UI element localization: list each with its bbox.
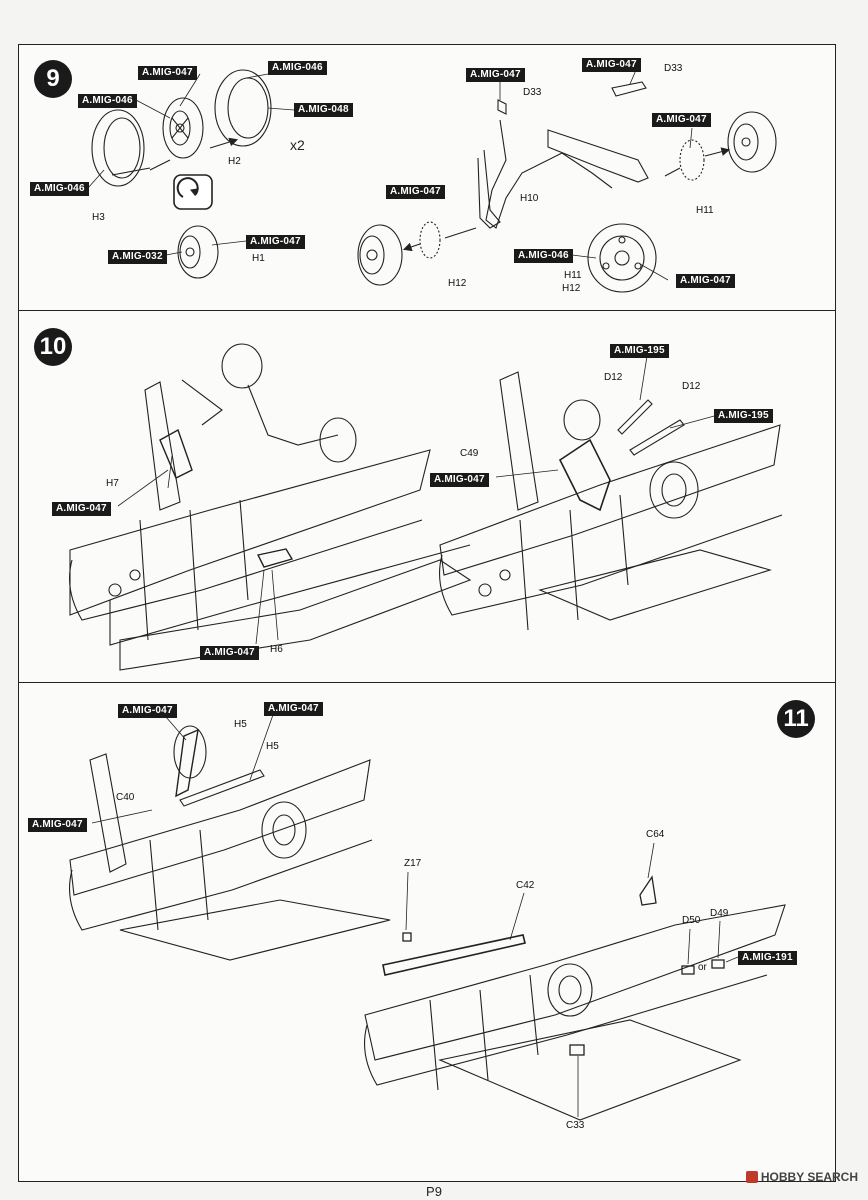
wheel-h2 [162, 97, 204, 159]
step-number-badge: 9 [34, 60, 72, 98]
fuselage-left [69, 379, 472, 671]
page-number: P9 [426, 1184, 442, 1199]
brake-h12 [419, 221, 441, 259]
part-number: H11 [696, 205, 714, 216]
paint-code-tag: A.MIG-047 [264, 702, 323, 716]
part-number: D12 [682, 381, 701, 392]
part-number: H1 [252, 253, 265, 264]
watermark-text: HOBBY SEARCH [760, 1170, 858, 1184]
paint-code-tag: A.MIG-046 [30, 182, 89, 196]
part-number: H12 [562, 283, 581, 294]
paint-code-tag: A.MIG-047 [246, 235, 305, 249]
fuselage-step11-right [364, 875, 786, 1121]
step-number-badge: 11 [777, 700, 815, 738]
page-frame [18, 44, 836, 1182]
paint-code-tag: A.MIG-047 [28, 818, 87, 832]
paint-code-tag: A.MIG-047 [652, 113, 711, 127]
paint-code-tag: A.MIG-195 [610, 344, 669, 358]
tire-outer [214, 69, 272, 147]
paint-code-tag: A.MIG-047 [430, 473, 489, 487]
paint-code-tag: A.MIG-048 [294, 103, 353, 117]
wheel-h1 [177, 225, 219, 279]
part-number: D12 [604, 372, 623, 383]
paint-code-tag: A.MIG-047 [582, 58, 641, 72]
watermark: HOBBY SEARCH [745, 1170, 858, 1184]
part-number: D33 [664, 63, 683, 74]
part-number: Z17 [404, 858, 422, 869]
wheel-h11 [727, 111, 777, 173]
paint-code-tag: A.MIG-047 [676, 274, 735, 288]
quantity-label: x2 [290, 137, 305, 153]
gear-leg-step10-right [558, 399, 699, 519]
rotate-icon [174, 175, 212, 209]
hobby-search-logo-icon [745, 1171, 758, 1183]
part-number: H3 [92, 212, 105, 223]
paint-code-tag: A.MIG-032 [108, 250, 167, 264]
panel-divider [18, 310, 836, 311]
part-number: H11 [564, 270, 582, 281]
fuselage-step11-left [69, 725, 391, 961]
paint-code-tag: A.MIG-047 [466, 68, 525, 82]
part-number: D49 [710, 908, 729, 919]
part-number: D33 [523, 87, 542, 98]
part-number: H10 [520, 193, 539, 204]
paint-code-tag: A.MIG-046 [268, 61, 327, 75]
part-number: H12 [448, 278, 467, 289]
part-number: C40 [116, 792, 135, 803]
wheel-h12 [357, 224, 403, 286]
panel-divider [18, 682, 836, 683]
paint-code-tag: A.MIG-047 [200, 646, 259, 660]
paint-code-tag: A.MIG-046 [78, 94, 137, 108]
paint-code-tag: A.MIG-047 [138, 66, 197, 80]
paint-code-tag: A.MIG-047 [386, 185, 445, 199]
part-number: H2 [228, 156, 241, 167]
paint-code-tag: A.MIG-046 [514, 249, 573, 263]
paint-code-tag: A.MIG-195 [714, 409, 773, 423]
wheel-detail [587, 223, 657, 293]
paint-code-tag: A.MIG-047 [52, 502, 111, 516]
part-number: D50 [682, 915, 701, 926]
paint-code-tag: A.MIG-047 [118, 704, 177, 718]
part-number: C49 [460, 448, 479, 459]
step-number-badge: 10 [34, 328, 72, 366]
part-number: C42 [516, 880, 535, 891]
part-number: or [698, 962, 707, 973]
part-number: H5 [234, 719, 247, 730]
fuselage-right [439, 371, 783, 631]
part-number: H7 [106, 478, 119, 489]
part-number: C33 [566, 1120, 585, 1131]
paint-code-tag: A.MIG-191 [738, 951, 797, 965]
part-number: H6 [270, 644, 283, 655]
part-number: C64 [646, 829, 665, 840]
part-number: H5 [266, 741, 279, 752]
gear-leg-step10 [159, 343, 357, 568]
tire-h3 [91, 109, 145, 187]
brake-h11 [679, 139, 705, 181]
